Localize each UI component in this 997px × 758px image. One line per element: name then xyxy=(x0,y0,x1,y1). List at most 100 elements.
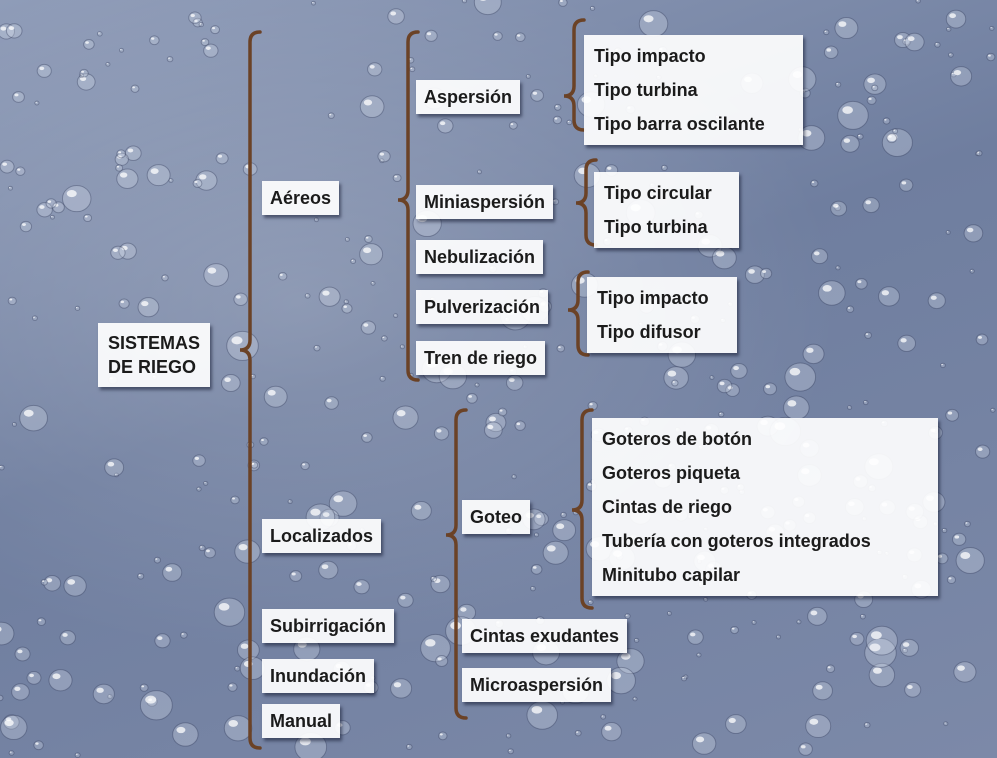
water-drop xyxy=(118,298,130,309)
water-drop xyxy=(0,621,15,646)
water-drop xyxy=(118,47,125,53)
water-drop xyxy=(180,631,188,639)
water-drop xyxy=(162,563,183,582)
water-drop xyxy=(744,265,765,284)
water-drop xyxy=(830,200,848,217)
water-drop xyxy=(859,613,866,620)
water-drop xyxy=(461,0,468,4)
water-drop xyxy=(300,461,310,471)
water-drop xyxy=(8,750,15,756)
water-drop xyxy=(882,117,891,125)
node-subirrigacion: Subirrigación xyxy=(262,609,395,643)
water-drop xyxy=(927,292,946,310)
water-drop xyxy=(683,674,689,680)
water-drop xyxy=(946,575,956,585)
water-drop xyxy=(26,670,42,685)
water-drop xyxy=(0,694,4,702)
water-drop xyxy=(904,681,922,698)
water-drop xyxy=(834,17,859,40)
node-manual: Manual xyxy=(262,704,341,738)
water-drop xyxy=(818,280,846,306)
water-drop xyxy=(856,133,864,140)
water-drop xyxy=(203,263,230,287)
water-drop xyxy=(802,343,825,365)
goteo-type-item: Cintas de riego xyxy=(602,497,733,517)
node-tren-de-riego: Tren de riego xyxy=(416,341,546,375)
water-drop xyxy=(864,637,897,668)
water-drop xyxy=(59,630,76,646)
water-drop xyxy=(725,383,740,397)
water-drop xyxy=(139,683,149,692)
goteo-type-item: Tubería con goteros integrados xyxy=(602,531,871,551)
water-drop xyxy=(124,145,142,162)
water-drop xyxy=(107,694,113,700)
water-drop xyxy=(433,426,450,441)
water-drop xyxy=(552,519,577,542)
node-cintas-exudantes: Cintas exudantes xyxy=(462,619,628,653)
water-drop xyxy=(437,118,454,134)
water-drop xyxy=(945,230,951,235)
water-drop xyxy=(311,0,317,6)
water-drop xyxy=(638,10,669,38)
water-drop xyxy=(200,38,210,47)
water-drop xyxy=(83,213,93,223)
pulverizacion-types-box: Tipo impacto Tipo difusor xyxy=(587,277,737,353)
water-drop xyxy=(0,714,28,741)
node-microaspersion: Microaspersión xyxy=(462,668,612,702)
water-drop xyxy=(542,540,569,565)
water-drop xyxy=(313,344,321,352)
water-drop xyxy=(616,648,645,675)
water-drop xyxy=(392,405,419,430)
water-drop xyxy=(278,271,288,281)
water-drop xyxy=(763,382,777,396)
water-drop xyxy=(350,258,357,264)
water-drop xyxy=(105,61,111,67)
water-drop xyxy=(837,100,869,130)
water-drop xyxy=(760,267,773,280)
miniaspersion-type-item: Tipo circular xyxy=(604,183,712,203)
water-drop xyxy=(359,243,384,266)
water-drop xyxy=(50,214,56,220)
water-drop xyxy=(12,91,25,103)
water-drop xyxy=(424,29,438,42)
miniaspersion-type-item: Tipo turbina xyxy=(604,217,708,237)
water-drop xyxy=(969,268,975,274)
water-drop xyxy=(137,572,145,580)
water-drop xyxy=(511,474,517,480)
water-drop xyxy=(139,690,173,721)
water-drop xyxy=(318,560,339,580)
water-drop xyxy=(79,73,85,78)
water-drop xyxy=(52,201,65,214)
water-drop xyxy=(210,25,220,35)
water-drop xyxy=(823,45,839,59)
water-drop xyxy=(83,39,95,50)
water-drop xyxy=(324,396,339,410)
water-drop xyxy=(497,407,508,417)
water-drop xyxy=(34,100,40,106)
aspersion-type-item: Tipo impacto xyxy=(594,46,706,66)
water-drop xyxy=(862,197,880,214)
water-drop xyxy=(863,721,871,729)
water-drop xyxy=(989,25,995,31)
water-drop xyxy=(15,166,26,176)
water-drop xyxy=(533,511,549,526)
water-drop xyxy=(986,52,996,62)
water-drop xyxy=(392,173,402,183)
water-drop xyxy=(377,150,391,163)
water-drop xyxy=(438,731,448,741)
pulverizacion-type-item: Tipo difusor xyxy=(597,322,701,342)
node-goteo: Goteo xyxy=(462,500,530,534)
water-drop xyxy=(796,619,802,625)
water-drop xyxy=(878,286,900,307)
water-drop xyxy=(36,617,46,626)
water-drop xyxy=(963,224,984,243)
water-drop xyxy=(661,164,668,171)
water-drop xyxy=(430,575,437,583)
water-drop xyxy=(866,95,877,105)
water-drop xyxy=(530,585,536,592)
water-drop xyxy=(154,633,171,649)
water-drop xyxy=(855,277,868,290)
water-drop xyxy=(473,0,502,16)
water-drop xyxy=(76,73,96,91)
water-drop xyxy=(751,620,757,625)
